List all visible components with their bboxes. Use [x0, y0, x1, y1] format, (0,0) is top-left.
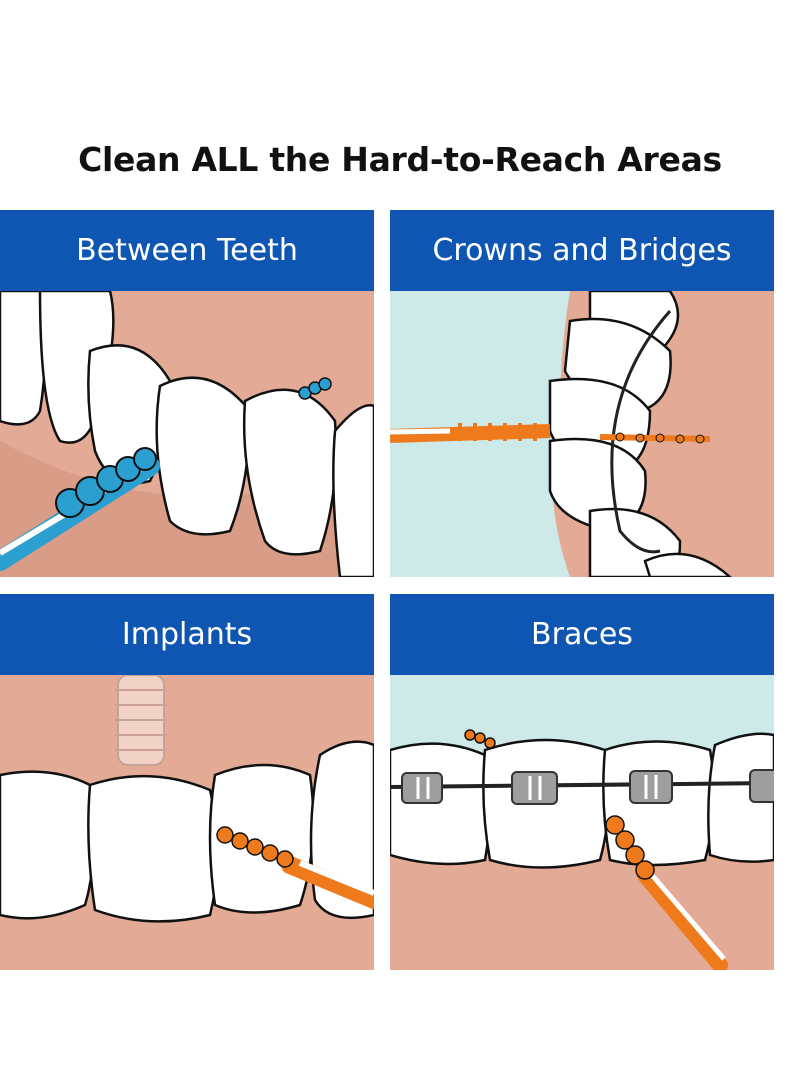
braces-wire	[390, 781, 774, 789]
panel-header: Between Teeth	[0, 210, 374, 291]
implants-illustration	[0, 675, 374, 970]
page-title: Clean ALL the Hard-to-Reach Areas	[78, 140, 722, 179]
interdental-brush-icon	[390, 423, 711, 444]
panel-header: Braces	[390, 594, 774, 675]
panel-header: Crowns and Bridges	[390, 210, 774, 291]
panel-between-teeth: Between Teeth	[0, 210, 374, 577]
implant-icon	[115, 675, 167, 766]
braces-illustration	[390, 675, 774, 970]
tooth-icon	[548, 291, 732, 577]
interdental-brush-icon	[216, 826, 374, 909]
crowns-bridges-illustration	[390, 291, 774, 577]
panel-crowns-and-bridges: Crowns and Bridges	[390, 210, 774, 577]
interdental-brush-icon	[0, 377, 332, 571]
panel-header: Implants	[0, 594, 374, 675]
interdental-brush-icon	[464, 729, 728, 970]
between-teeth-illustration	[0, 291, 374, 577]
panel-braces: Braces	[390, 594, 774, 970]
panel-implants: Implants	[0, 594, 374, 970]
bracket-icon	[401, 769, 774, 805]
bridge-wire	[610, 310, 672, 554]
tooth-icon	[390, 732, 774, 869]
